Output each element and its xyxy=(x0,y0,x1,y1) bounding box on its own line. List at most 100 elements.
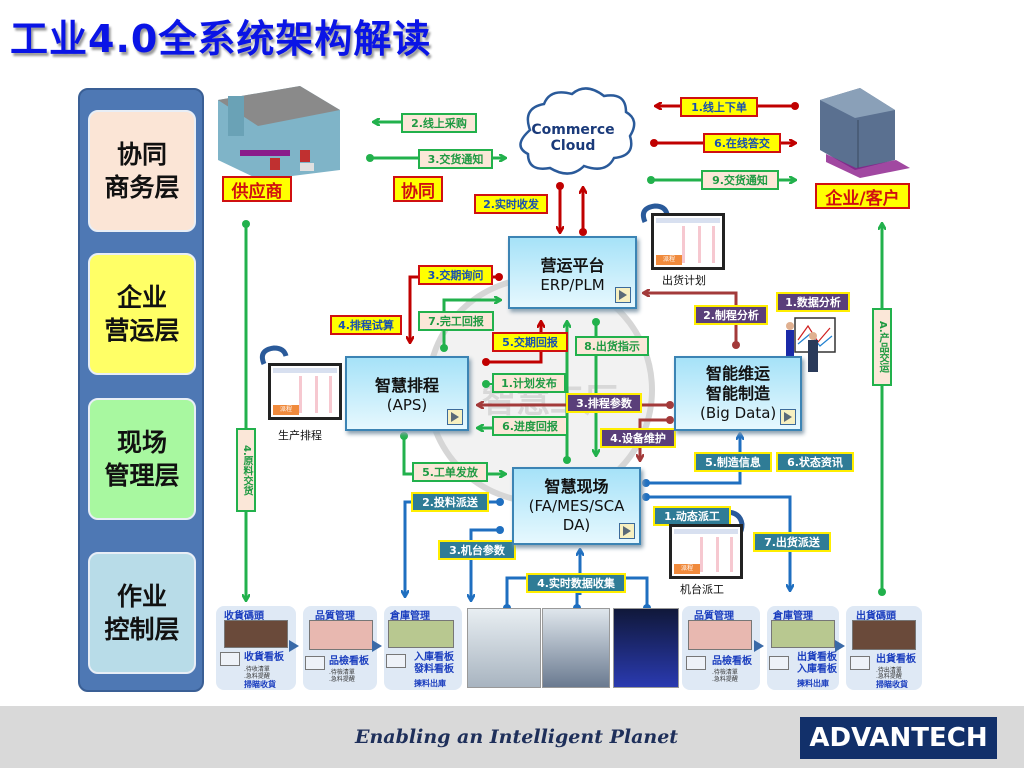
flow-shipping-instruction: 8.出货指示 xyxy=(575,336,649,356)
flow-plan-release: 1.计划发布 xyxy=(492,373,566,393)
flow-data-analysis: 1.数据分析 xyxy=(776,292,850,312)
flow-realtime-collection: 4.实时数据收集 xyxy=(526,573,626,593)
flow-machine-params: 3.机台参数 xyxy=(438,540,516,560)
factory-photo-2 xyxy=(542,608,610,688)
node-erp-plm[interactable]: 营运平台 ERP/PLM xyxy=(508,236,637,309)
control-board: 品檢看板 xyxy=(712,656,752,667)
flow-realtime-sync: 2.实时收发 xyxy=(474,194,548,214)
control-receiving-dock[interactable]: 收貨碼頭 收貨看板 .待收清單 .急料提醒 掃瞄收貨 xyxy=(216,606,296,690)
layer-label-line1: 现场 xyxy=(116,428,167,457)
play-icon[interactable] xyxy=(447,409,463,425)
flow-process-analysis: 2.制程分析 xyxy=(694,305,768,325)
production-schedule-screen[interactable]: 派程 xyxy=(268,363,342,420)
layer-label-line2: 控制层 xyxy=(104,615,180,644)
layer-label-line1: 作业 xyxy=(116,582,167,611)
quality-inspection-image xyxy=(688,620,752,650)
flow-online-purchase: 2.线上采购 xyxy=(401,113,477,133)
layer-operation-control[interactable]: 作业控制层 xyxy=(88,552,196,674)
node-subtitle: (Big Data) xyxy=(700,404,777,422)
flow-delivery-notice-supplier: 3.交货通知 xyxy=(418,149,493,169)
factory-photo-1 xyxy=(467,608,541,688)
refresh-arrow-icon xyxy=(640,203,670,223)
node-subtitle: ERP/PLM xyxy=(540,276,605,294)
control-action: 揀料出庫 xyxy=(797,679,829,688)
shipping-dock-image xyxy=(852,620,916,650)
screen-button: 派程 xyxy=(273,405,299,415)
shipping-plan-screen[interactable]: 派程 xyxy=(651,213,725,270)
machine-dispatch-screen[interactable]: 派程 xyxy=(669,524,743,579)
process-arrow-icon xyxy=(372,640,382,652)
flow-progress-report: 6.进度回报 xyxy=(492,416,568,436)
control-action: 掃瞄收貨 xyxy=(244,680,276,689)
flow-shipping-dispatch: 7.出货派送 xyxy=(753,532,831,552)
layer-collaborative-business[interactable]: 协同商务层 xyxy=(88,110,196,232)
control-board: 出貨看板 xyxy=(876,654,916,665)
control-title: 出貨碼頭 xyxy=(856,611,896,622)
monitor-icon xyxy=(305,656,325,670)
control-action: 掃瞄收貨 xyxy=(876,680,908,689)
flow-delivery-notice-customer: 9.交货通知 xyxy=(701,170,779,190)
flow-material-delivery-label: 4.原料交货 xyxy=(241,444,252,496)
node-aps[interactable]: 智慧排程 (APS) xyxy=(345,356,469,431)
control-note: .急料提醒 xyxy=(329,676,355,683)
flow-material-dispatch: 2.投料派送 xyxy=(411,492,489,512)
control-note: .急料提醒 xyxy=(244,673,270,680)
refresh-arrow-icon xyxy=(259,345,289,365)
flow-delivery-inquiry: 3.交期询问 xyxy=(418,265,493,285)
control-title: 收貨碼頭 xyxy=(224,611,264,622)
warehouse-image xyxy=(771,620,835,648)
node-mes[interactable]: 智慧现场 (FA/MES/SCA DA) xyxy=(512,467,641,545)
node-subtitle-1: (FA/MES/SCA xyxy=(528,497,625,515)
play-icon[interactable] xyxy=(780,409,796,425)
supplier-factory-icon xyxy=(218,86,340,180)
advantech-logo: ADVANTECH xyxy=(800,717,997,759)
layer-label-line1: 企业 xyxy=(116,283,167,312)
machine-dispatch-caption: 机台派工 xyxy=(680,583,724,596)
control-warehouse-management-right[interactable]: 倉庫管理 出貨看板 入庫看板 揀料出庫 xyxy=(767,606,839,690)
monitor-icon xyxy=(769,656,789,670)
cloud-label-line1: Commerce xyxy=(531,122,615,138)
screen-button: 派程 xyxy=(674,564,700,574)
shipping-plan-caption: 出货计划 xyxy=(662,274,706,287)
control-title: 品質管理 xyxy=(694,611,734,622)
quality-inspection-image xyxy=(309,620,373,650)
flow-dynamic-dispatch: 1.动态派工 xyxy=(653,506,731,526)
control-warehouse-management[interactable]: 倉庫管理 入庫看板 發料看板 揀料出庫 xyxy=(384,606,462,690)
control-note: .急料提醒 xyxy=(876,673,902,680)
control-shipping-dock[interactable]: 出貨碼頭 出貨看板 .待出清單 .急料提醒 掃瞄收貨 xyxy=(846,606,922,690)
cloud-label-line2: Cloud xyxy=(550,138,596,154)
play-icon[interactable] xyxy=(619,523,635,539)
analysts-icon xyxy=(786,317,836,372)
control-board: 入庫看板 xyxy=(414,652,454,663)
layer-enterprise-operation[interactable]: 企业营运层 xyxy=(88,253,196,375)
layer-label-line2: 管理层 xyxy=(104,461,180,490)
layer-panel: 协同商务层 企业营运层 现场管理层 作业控制层 xyxy=(78,88,204,692)
node-subtitle-2: DA) xyxy=(562,516,591,534)
control-quality-management[interactable]: 品質管理 品檢看板 .待檢清單 .急料提醒 xyxy=(303,606,377,690)
flow-product-delivery: A.产品交运 xyxy=(872,308,892,386)
node-title: 智慧现场 xyxy=(544,477,609,496)
layer-label-line2: 商务层 xyxy=(104,173,180,202)
page-title: 工业4.0全系统架构解读 xyxy=(10,17,432,61)
receiving-dock-image xyxy=(224,620,288,648)
node-big-data[interactable]: 智能维运 智能制造 (Big Data) xyxy=(674,356,802,431)
flow-manufacturing-info: 5.制造信息 xyxy=(694,452,772,472)
control-board-2: 發料看板 xyxy=(414,664,454,675)
play-icon[interactable] xyxy=(615,287,631,303)
control-board: 品檢看板 xyxy=(329,656,369,667)
control-title: 品質管理 xyxy=(315,611,355,622)
control-quality-management-right[interactable]: 品質管理 品檢看板 .待檢清單 .急料提醒 xyxy=(682,606,760,690)
process-arrow-icon xyxy=(754,640,764,652)
control-note: .待檢清單 xyxy=(712,669,738,676)
supplier-label: 供应商 xyxy=(222,176,292,202)
customer-label: 企业/客户 xyxy=(815,183,910,209)
node-title-2: 智能制造 xyxy=(705,384,770,403)
flow-equipment-maintenance: 4.设备维护 xyxy=(600,428,676,448)
control-title: 倉庫管理 xyxy=(390,611,430,622)
flow-product-delivery-label: A.产品交运 xyxy=(877,321,888,373)
commerce-cloud[interactable]: Commerce Cloud xyxy=(525,122,621,154)
footer-slogan: Enabling an Intelligent Planet xyxy=(355,726,679,748)
control-board-2: 入庫看板 xyxy=(797,664,837,675)
layer-label-line2: 营运层 xyxy=(104,316,180,345)
layer-field-management[interactable]: 现场管理层 xyxy=(88,398,196,520)
